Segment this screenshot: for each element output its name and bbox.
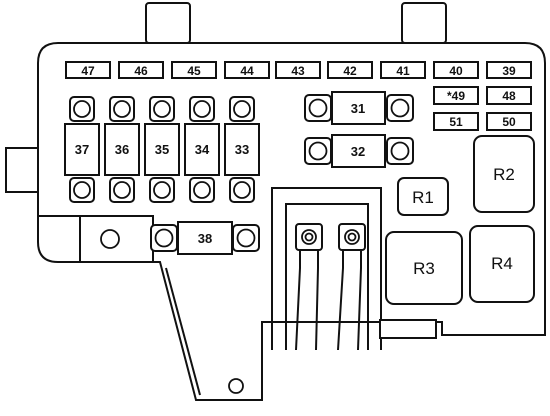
top-fuse-label: 42 [343, 64, 357, 78]
vertical-fuse-label: 34 [195, 142, 210, 157]
vertical-fuse-label: 37 [75, 142, 89, 157]
relay-r4: R4 [469, 225, 535, 303]
mounting-hole [228, 378, 244, 394]
top-right-tab [401, 2, 447, 44]
vertical-fuse-37: 37 [64, 96, 100, 203]
small-fuse-label: 48 [502, 89, 516, 103]
top-fuse-42 [327, 61, 373, 79]
relay-r2: R2 [473, 135, 535, 213]
vertical-fuse-33: 33 [224, 96, 260, 203]
horizontal-fuse-label: 31 [351, 101, 365, 116]
horizontal-fuse-31: 31 [304, 91, 414, 125]
horizontal-fuse-label: 38 [198, 231, 212, 246]
top-fuse-label: 45 [187, 64, 201, 78]
horizontal-fuse-label: 32 [351, 144, 365, 159]
vertical-fuse-34: 34 [184, 96, 220, 203]
compartment-bolt [100, 229, 120, 249]
horizontal-fuse-32: 32 [304, 134, 414, 168]
top-fuse-45 [171, 61, 217, 79]
relay-label: R2 [493, 165, 515, 184]
small-fuse-label: *49 [447, 89, 465, 103]
small-fuse-label: 51 [449, 115, 463, 129]
mounting-bracket-edge [165, 267, 201, 396]
top-fuse-label: 43 [291, 64, 305, 78]
relay-label: R1 [412, 188, 434, 207]
top-fuse-row: 47 46 45 44 43 42 41 40 39 [65, 61, 532, 79]
terminal-right [337, 223, 366, 351]
vertical-fuse-label: 35 [155, 142, 169, 157]
top-fuse-40 [433, 61, 479, 79]
horizontal-fuse-38: 38 [150, 221, 260, 255]
small-fuse-label: 50 [502, 115, 516, 129]
top-left-tab [145, 2, 191, 44]
top-fuse-label: 39 [502, 64, 516, 78]
wire-bay [271, 187, 382, 350]
relay-r1: R1 [397, 177, 449, 216]
relay-label: R3 [413, 259, 435, 278]
small-fuse-48 [486, 86, 532, 105]
top-fuse-39 [486, 61, 532, 79]
bay-connector-tab [379, 319, 437, 339]
top-fuse-label: 40 [449, 64, 463, 78]
relay-label: R4 [491, 254, 513, 273]
top-fuse-41 [380, 61, 426, 79]
left-connector [5, 147, 39, 193]
vertical-fuse-label: 36 [115, 142, 129, 157]
small-fuse-51 [433, 112, 479, 131]
top-fuse-label: 47 [81, 64, 95, 78]
top-fuse-43 [275, 61, 321, 79]
small-fuse-block: *49 48 51 50 [433, 86, 532, 131]
top-fuse-46 [118, 61, 164, 79]
vertical-fuse-35: 35 [144, 96, 180, 203]
vertical-fuse-36: 36 [104, 96, 140, 203]
small-fuse-50 [486, 112, 532, 131]
vertical-fuse-label: 33 [235, 142, 249, 157]
top-fuse-label: 41 [396, 64, 410, 78]
top-fuse-label: 46 [134, 64, 148, 78]
top-fuse-47 [65, 61, 111, 79]
terminal-left [295, 223, 323, 351]
wire-bay-inner [285, 203, 369, 350]
relay-r3: R3 [385, 231, 463, 305]
top-fuse-44 [224, 61, 270, 79]
small-fuse-49 [433, 86, 479, 105]
top-fuse-label: 44 [240, 64, 254, 78]
